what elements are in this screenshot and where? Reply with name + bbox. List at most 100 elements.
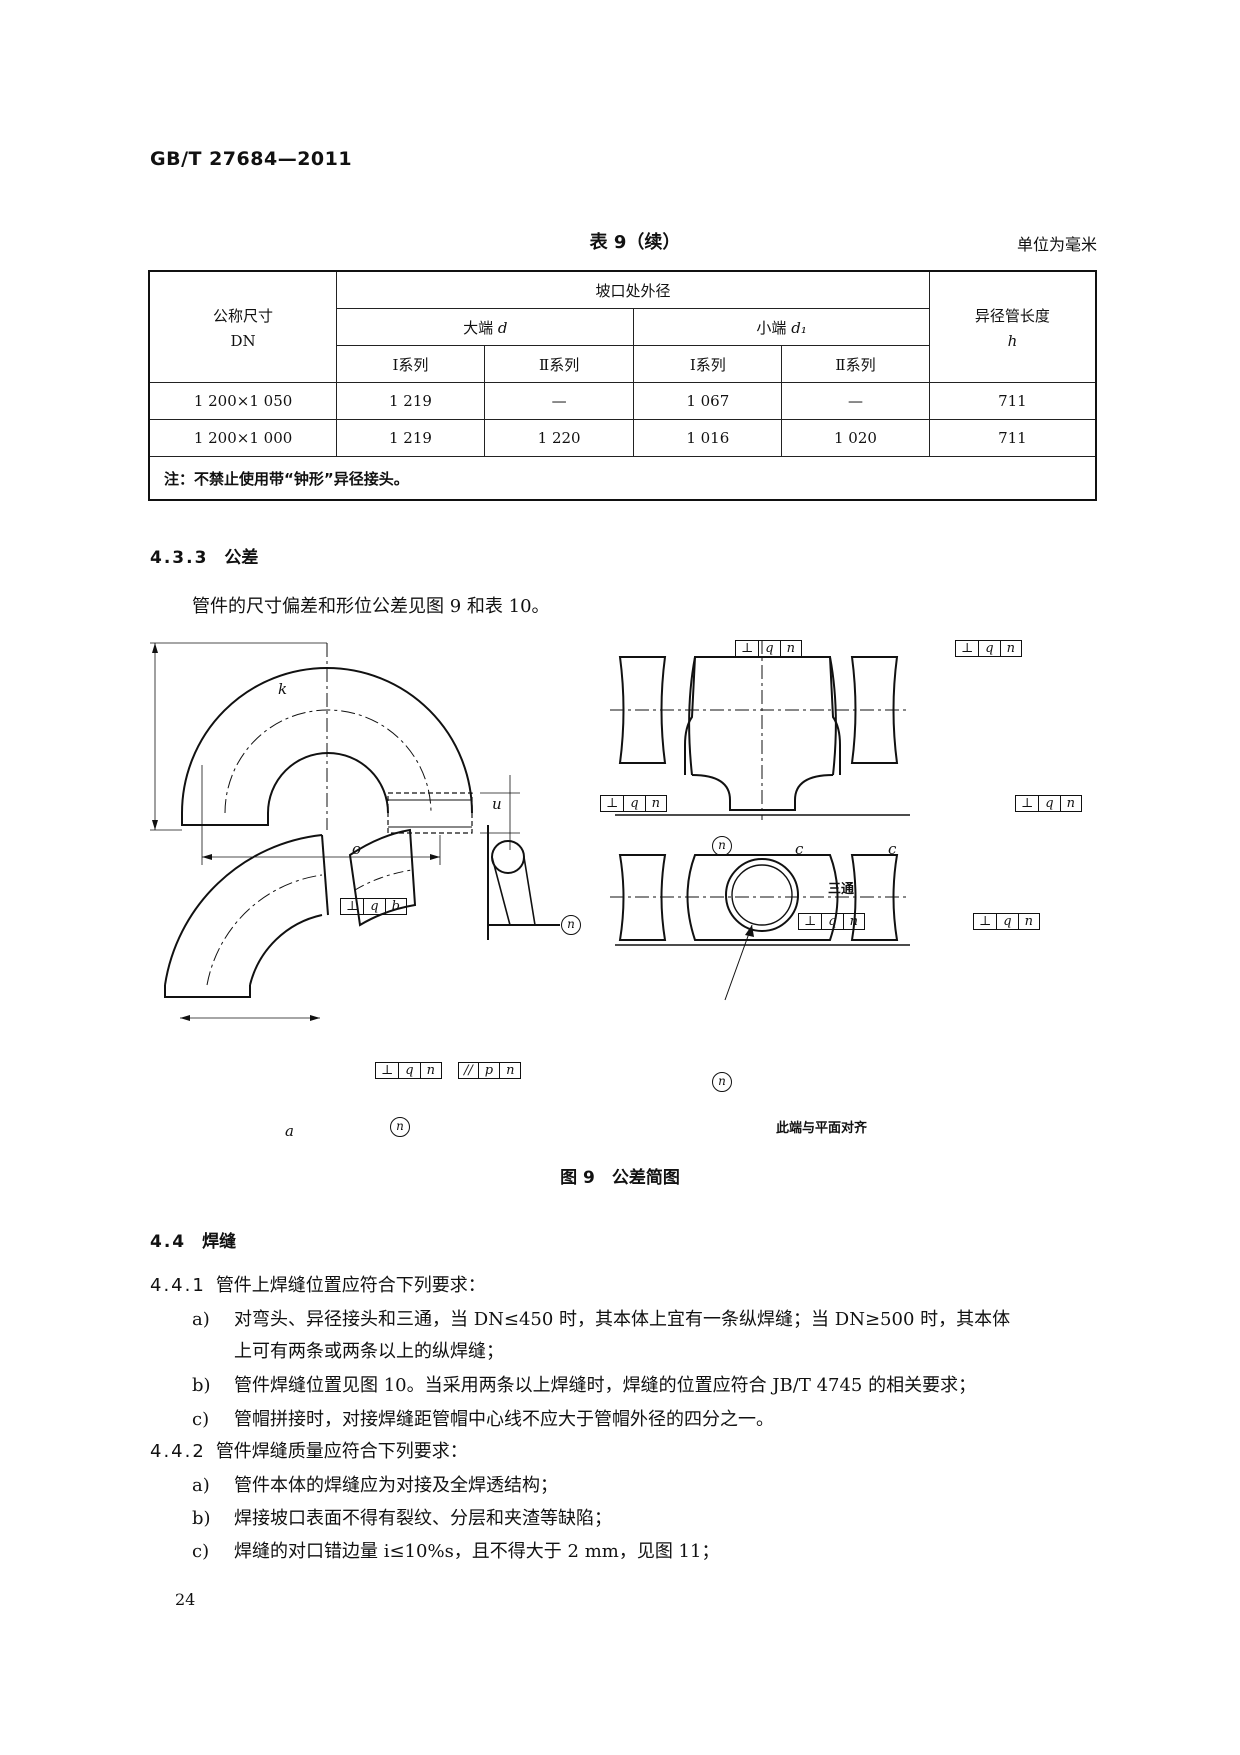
- tolerance-q: q: [364, 899, 386, 914]
- dim-o: o: [352, 840, 362, 858]
- cell-large-s2: —: [483, 382, 635, 420]
- table-caption: 表 9（续）: [589, 232, 681, 253]
- tolerance-q: q: [759, 641, 781, 656]
- section-4-3-3-heading: 4.3.3 公差: [150, 543, 258, 568]
- tee-front-drawing: [610, 640, 910, 820]
- section-text: 管件焊缝质量应符合下列要求：: [215, 1441, 468, 1462]
- tolerance-frame-tee-top-left: ⊥ q n: [735, 640, 802, 657]
- page-number: 24: [175, 1590, 196, 1609]
- perpendicular-symbol: ⊥: [956, 641, 980, 656]
- section-text: 管件上焊缝位置应符合下列要求：: [215, 1275, 486, 1296]
- perpendicular-symbol: ⊥: [341, 899, 365, 914]
- perpendicular-symbol: ⊥: [736, 641, 760, 656]
- header-small-series2: Ⅱ系列: [781, 345, 930, 383]
- tolerance-q: q: [822, 914, 844, 929]
- item-c-text: 焊缝的对口错边量 i≤10%s，且不得大于 2 mm，见图 11；: [234, 1541, 720, 1562]
- support-drawing: [487, 825, 560, 940]
- datum-circle-n: n: [390, 1117, 410, 1137]
- header-length-label: 异径管长度: [974, 306, 1050, 325]
- item-c-label: c): [192, 1541, 210, 1562]
- tolerance-q: q: [979, 641, 1001, 656]
- datum-circle-n: n: [712, 836, 732, 856]
- tolerance-frame-tee2-right: ⊥ q n: [973, 913, 1040, 930]
- label-align-end: 此端与平面对齐: [776, 1121, 868, 1136]
- datum-n: n: [786, 641, 795, 656]
- cell-small-s1: 1 067: [633, 382, 783, 420]
- dim-u: u: [492, 795, 502, 813]
- datum-n: n: [1024, 914, 1033, 929]
- header-small-symbol: d₁: [791, 318, 807, 337]
- datum-circle-n: n: [712, 1072, 732, 1092]
- table-unit: 单位为毫米: [1016, 235, 1097, 254]
- tolerance-q: q: [997, 914, 1019, 929]
- item-b-text: 焊接坡口表面不得有裂纹、分层和夹渣等缺陷；: [234, 1508, 612, 1529]
- datum-n: n: [1006, 641, 1015, 656]
- section-title: 公差: [224, 548, 259, 568]
- cell-small-s2: —: [781, 382, 930, 420]
- table-row: 1 200×1 000 1 219 1 220 1 016 1 020 711: [148, 419, 1097, 457]
- header-dn: 公称尺寸 DN: [148, 270, 338, 383]
- header-length: 异径管长度 h: [928, 270, 1097, 383]
- header-dn-symbol: DN: [230, 331, 256, 350]
- datum-n: n: [651, 796, 660, 811]
- cell-small-s1: 1 016: [633, 419, 783, 457]
- item-b-label: b): [192, 1375, 211, 1396]
- tolerance-frame-tee2-left: ⊥ q n: [798, 913, 865, 930]
- cell-dn: 1 200×1 050: [148, 382, 338, 420]
- tolerance-frame-elbow-top: ⊥ q b: [340, 898, 407, 915]
- standard-number: GB/T 27684—2011: [150, 148, 353, 170]
- dim-c-left: c: [795, 840, 804, 858]
- figure-9-diagram: [150, 640, 910, 1021]
- tolerance-q: q: [399, 1063, 421, 1078]
- header-large-label: 大端: [463, 318, 494, 337]
- cell-large-s2: 1 220: [483, 419, 635, 457]
- datum-n: n: [506, 1063, 515, 1078]
- header-small-end: 小端 d₁: [633, 308, 930, 346]
- header-large-series1: Ⅰ系列: [336, 345, 485, 383]
- elbow-drawing: [164, 828, 417, 1021]
- item-a-line2: 上可有两条或两条以上的纵焊缝；: [234, 1341, 504, 1362]
- tolerance-p: p: [479, 1063, 501, 1078]
- perpendicular-symbol: ⊥: [376, 1063, 400, 1078]
- datum-n: n: [849, 914, 858, 929]
- cell-large-s1: 1 219: [336, 382, 485, 420]
- label-tee: 三通: [828, 882, 855, 897]
- datum-n: n: [426, 1063, 435, 1078]
- dim-c-right: c: [888, 840, 897, 858]
- perpendicular-symbol: ⊥: [974, 914, 998, 929]
- dim-k: k: [278, 680, 288, 698]
- tolerance-q: q: [1039, 796, 1061, 811]
- section-4-4-1: 4.4.1 管件上焊缝位置应符合下列要求：: [150, 1272, 486, 1300]
- section-number: 4.4: [150, 1232, 187, 1252]
- perpendicular-symbol: ⊥: [1016, 796, 1040, 811]
- cell-length: 711: [928, 419, 1097, 457]
- tolerance-frame-elbow-bottom: ⊥ q n: [375, 1062, 442, 1079]
- cell-dn: 1 200×1 000: [148, 419, 338, 457]
- section-4-3-3-text: 管件的尺寸偏差和形位公差见图 9 和表 10。: [192, 596, 550, 617]
- item-b-text: 管件焊缝位置见图 10。当采用两条以上焊缝时，焊缝的位置应符合 JB/T 474…: [234, 1375, 977, 1396]
- item-b-label: b): [192, 1508, 211, 1529]
- header-small-label: 小端: [756, 318, 787, 337]
- datum-n: n: [1066, 796, 1075, 811]
- section-number: 4.3.3: [150, 548, 209, 568]
- item-c-text: 管帽拼接时，对接焊缝距管帽中心线不应大于管帽外径的四分之一。: [234, 1409, 774, 1430]
- item-a-text: 管件本体的焊缝应为对接及全焊透结构；: [234, 1475, 558, 1496]
- item-a-label: a): [192, 1475, 210, 1496]
- cell-length: 711: [928, 382, 1097, 420]
- tolerance-frame-parallel: // p n: [458, 1062, 522, 1079]
- section-number: 4.4.1: [150, 1275, 206, 1296]
- table-row: 1 200×1 050 1 219 — 1 067 — 711: [148, 382, 1097, 420]
- tee-bottom-drawing: [610, 854, 910, 1001]
- dim-a: a: [285, 1122, 294, 1140]
- cell-large-s1: 1 219: [336, 419, 485, 457]
- perpendicular-symbol: ⊥: [601, 796, 625, 811]
- item-a-label: a): [192, 1309, 210, 1330]
- header-large-series2: Ⅱ系列: [483, 345, 635, 383]
- header-large-end: 大端 d: [336, 308, 635, 346]
- tolerance-frame-tee-right: ⊥ q n: [1015, 795, 1082, 812]
- item-a-line1: 对弯头、异径接头和三通，当 DN≤450 时，其本体上宜有一条纵焊缝；当 DN≥…: [234, 1309, 1011, 1330]
- parallel-symbol: //: [459, 1063, 479, 1078]
- figure-caption: 图 9 公差简图: [560, 1168, 680, 1188]
